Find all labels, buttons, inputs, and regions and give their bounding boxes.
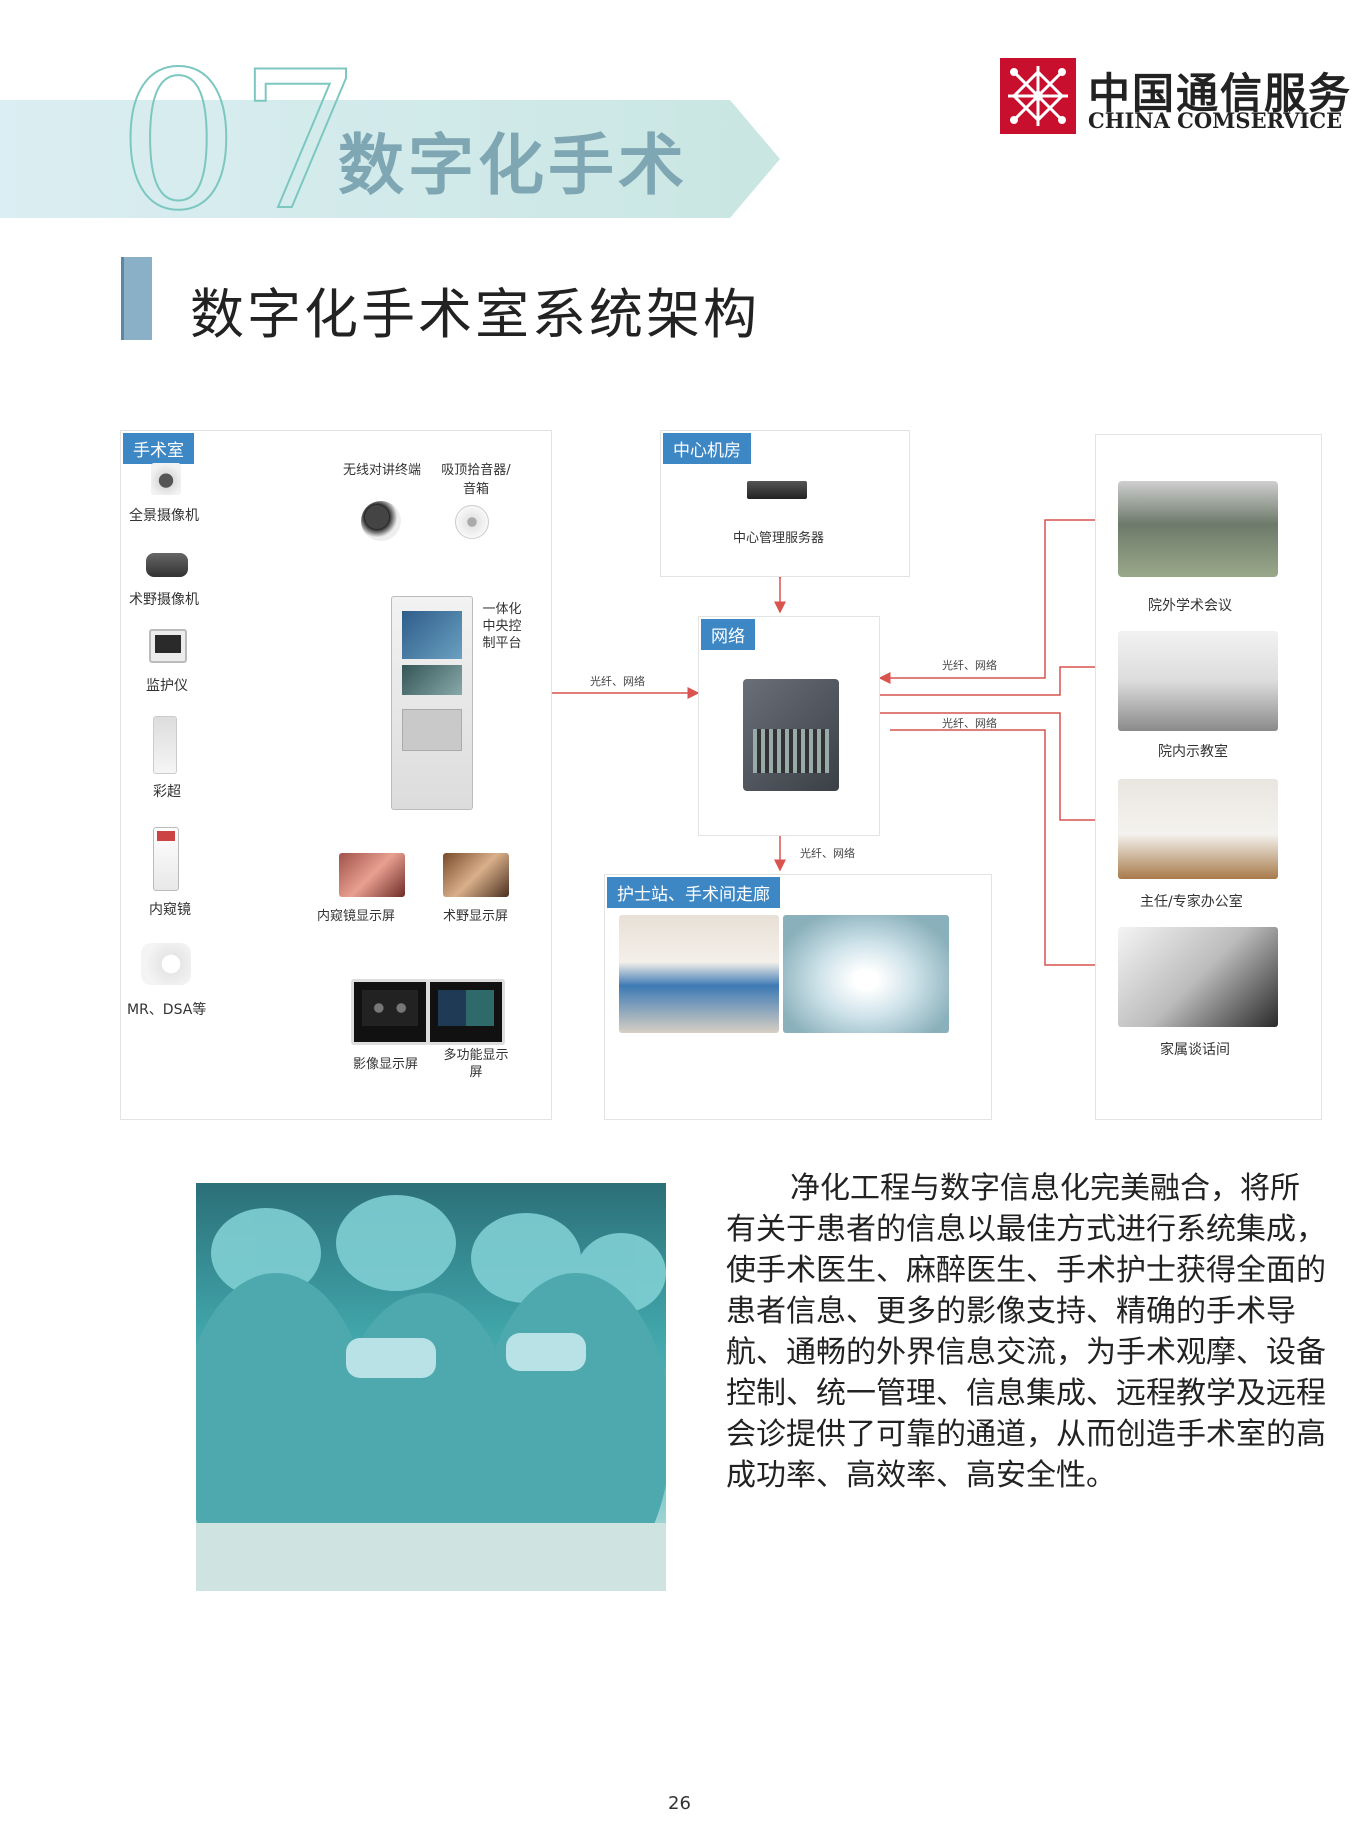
or-room-panel: 手术室 全景摄像机 术野摄像机 监护仪 彩超 内窥镜 MR、DSA等 无线对讲终… bbox=[120, 430, 552, 1120]
section-marker bbox=[121, 257, 152, 340]
family-room-photo bbox=[1118, 927, 1278, 1027]
monitor-icon bbox=[149, 629, 187, 663]
nurse-station-panel: 护士站、手术间走廊 bbox=[604, 874, 992, 1120]
office-photo bbox=[1118, 779, 1278, 879]
destination-label: 院内示教室 bbox=[1158, 744, 1228, 760]
device-label: 术野摄像机 bbox=[129, 592, 199, 608]
surgery-photo bbox=[196, 1183, 666, 1591]
central-control-platform bbox=[391, 596, 473, 810]
destinations-panel: 院外学术会议 院内示教室 主任/专家办公室 家属谈话间 bbox=[1095, 434, 1322, 1120]
comservice-logo-icon bbox=[1000, 58, 1076, 134]
svg-text:07: 07 bbox=[118, 52, 348, 232]
speaker-icon bbox=[455, 505, 489, 539]
network-switch-icon bbox=[743, 679, 839, 791]
imaging-display-image bbox=[351, 979, 429, 1045]
server-label: 中心管理服务器 bbox=[733, 531, 825, 546]
ceiling-mic-label: 吸顶拾音器/音箱 bbox=[441, 463, 511, 497]
link-label: 光纤、网络 bbox=[942, 659, 997, 672]
device-label: 内窥镜 bbox=[149, 902, 191, 918]
or-room-tag: 手术室 bbox=[123, 433, 194, 464]
data-center-panel: 中心机房 中心管理服务器 bbox=[660, 430, 910, 577]
company-logo bbox=[1000, 58, 1340, 138]
logo-english-name: CHINA COMSERVICE bbox=[1088, 108, 1343, 133]
section-title: 数字化手术室系统架构 bbox=[190, 283, 760, 346]
teaching-room-photo bbox=[1118, 631, 1278, 731]
logo-chinese-name: 中国通信服务 bbox=[1088, 69, 1353, 118]
device-label: 监护仪 bbox=[146, 678, 188, 694]
display-label: 影像显示屏 bbox=[353, 1057, 419, 1072]
display-label: 术野显示屏 bbox=[443, 909, 509, 924]
page-number: 26 bbox=[668, 1793, 691, 1814]
link-label: 光纤、网络 bbox=[942, 717, 997, 730]
device-label: 全景摄像机 bbox=[129, 508, 199, 524]
ultrasound-icon bbox=[153, 716, 177, 774]
network-panel: 网络 bbox=[698, 616, 880, 836]
nurse-station-photo bbox=[619, 915, 779, 1033]
destination-label: 主任/专家办公室 bbox=[1140, 894, 1243, 910]
server-icon bbox=[747, 481, 807, 499]
device-label: MR、DSA等 bbox=[127, 1002, 207, 1018]
display-label: 内窥镜显示屏 bbox=[317, 909, 396, 924]
headset-icon bbox=[361, 501, 401, 541]
chapter-number: 07 bbox=[117, 30, 361, 253]
body-paragraph: 净化工程与数字信息化完美融合，将所有关于患者的信息以最佳方式进行系统集成，使手术… bbox=[726, 1171, 1326, 1493]
link-label: 光纤、网络 bbox=[800, 847, 855, 860]
conference-photo bbox=[1118, 481, 1278, 577]
field-display-image bbox=[443, 853, 509, 897]
architecture-diagram: 手术室 全景摄像机 术野摄像机 监护仪 彩超 内窥镜 MR、DSA等 无线对讲终… bbox=[120, 430, 1322, 1120]
multifunction-display-image bbox=[427, 979, 505, 1045]
wireless-intercom-label: 无线对讲终端 bbox=[343, 463, 422, 478]
field-camera-icon bbox=[146, 553, 188, 577]
device-label: 彩超 bbox=[153, 784, 181, 800]
chapter-title: 数字化手术 bbox=[338, 127, 688, 204]
panoramic-camera-icon bbox=[151, 463, 181, 495]
endoscope-icon bbox=[153, 827, 179, 891]
display-label: 多功能显示屏 bbox=[443, 1048, 509, 1080]
endoscope-display-image bbox=[339, 853, 405, 897]
corridor-photo bbox=[783, 915, 949, 1033]
mr-dsa-icon bbox=[141, 943, 191, 985]
platform-label: 一体化中央控制平台 bbox=[482, 602, 522, 651]
data-center-tag: 中心机房 bbox=[663, 433, 751, 464]
chapter-banner bbox=[0, 100, 780, 218]
destination-label: 家属谈话间 bbox=[1160, 1042, 1230, 1058]
destination-label: 院外学术会议 bbox=[1148, 598, 1232, 614]
nurse-station-tag: 护士站、手术间走廊 bbox=[607, 877, 780, 908]
link-label: 光纤、网络 bbox=[590, 675, 645, 688]
network-tag: 网络 bbox=[701, 619, 755, 650]
